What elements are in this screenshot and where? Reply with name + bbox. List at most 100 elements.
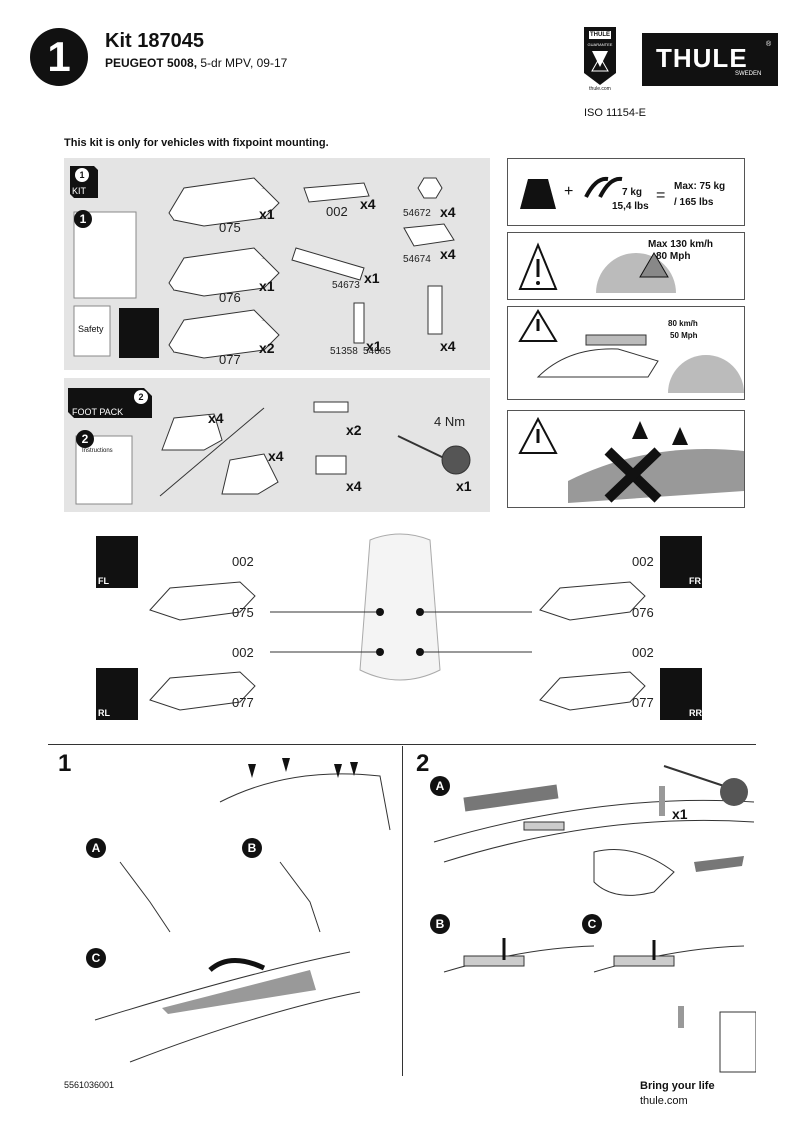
part-54673-qty: x1 <box>364 270 380 286</box>
fl-lower-code: 075 <box>232 605 254 620</box>
load-warning: + 7 kg 15,4 lbs = Max: 75 kg / 165 lbs <box>507 158 745 226</box>
step1-a-badge: A <box>86 838 106 858</box>
seal-guarantee: GUARANTEE <box>587 42 613 47</box>
rl-corner-label: RL <box>98 708 110 718</box>
rr-corner-label: RR <box>689 708 702 718</box>
speed-warning: Max 130 km/h 80 Mph <box>507 232 745 300</box>
part-077-code: 077 <box>219 352 241 367</box>
torque-tool-qty: x1 <box>456 478 472 494</box>
part-54672-qty: x4 <box>440 204 456 220</box>
load-lbs: 15,4 lbs <box>612 201 649 212</box>
step2-b-badge: B <box>430 914 450 934</box>
step2-number: 2 <box>416 750 430 777</box>
rr-foot <box>539 671 646 711</box>
part-54673-code: 54673 <box>332 280 360 291</box>
rr-lower-code: 077 <box>632 695 654 710</box>
foot-pack-panel: 2 FOOT PACK 2 Instructions x4 x4 x2 x4 4… <box>64 378 490 512</box>
fl-foot <box>149 581 256 621</box>
car-load-drawing <box>518 309 744 393</box>
cover-qty: x4 <box>268 448 284 464</box>
seal-brand: THULE <box>590 32 610 38</box>
step1-drawing <box>94 758 391 1063</box>
fr-upper-code: 002 <box>632 554 654 569</box>
registered-icon: ® <box>766 41 772 48</box>
part-075-code: 075 <box>219 220 241 235</box>
seal-url: thule.com <box>589 86 611 92</box>
kit-parts-drawing <box>70 166 455 359</box>
fr-lower-code: 076 <box>632 605 654 620</box>
part-54665-code: 54665 <box>363 346 391 357</box>
step2-drawing <box>433 765 756 1073</box>
speed-loaded-mph: 50 Mph <box>670 331 698 340</box>
step1-b-badge: B <box>242 838 262 858</box>
foot-badge-num: 2 <box>134 390 148 404</box>
step2-c-badge: C <box>582 914 602 934</box>
position-diagram <box>96 533 702 720</box>
no-roof-load-warning <box>507 410 745 508</box>
kit-badge-label: KIT <box>72 186 87 196</box>
load-kg: 7 kg <box>622 187 643 198</box>
part-54672-code: 54672 <box>403 208 431 219</box>
max-load-lbs: / 165 lbs <box>674 197 714 208</box>
fl-corner-icon <box>96 536 138 588</box>
fr-foot <box>539 581 646 621</box>
guarantee-seal: THULE GUARANTEE thule.com <box>580 25 620 93</box>
kit-booklet-num: 1 <box>74 210 92 228</box>
steps-divider <box>48 744 756 745</box>
part-002-code: 002 <box>326 204 348 219</box>
plus-sign: + <box>564 183 574 200</box>
rr-upper-code: 002 <box>632 645 654 660</box>
instructions-label: Instructions <box>82 448 113 454</box>
kit-badge-num: 1 <box>75 168 89 182</box>
rl-corner-icon <box>96 668 138 720</box>
step2-bolt-qty: x1 <box>672 806 688 822</box>
foot-pack-drawing <box>68 388 471 505</box>
website-url: thule.com <box>640 1095 688 1107</box>
equals-sign: = <box>656 187 666 204</box>
rl-upper-code: 002 <box>232 645 254 660</box>
bolt-shape <box>659 786 665 816</box>
vehicle-make: PEUGEOT 5008, <box>105 56 198 70</box>
kit-panel: 1 KIT 1 Safety 075 x1 076 x1 077 x2 002 … <box>64 158 490 370</box>
loaded-speed-warning: 80 km/h 50 Mph <box>507 306 745 400</box>
step2-a-badge: A <box>430 776 450 796</box>
step-badge: 1 <box>30 28 88 86</box>
part-075-qty: x1 <box>259 206 275 222</box>
steps-vertical-divider <box>402 746 403 1076</box>
rl-lower-code: 077 <box>232 695 254 710</box>
foot-075-shape <box>168 177 280 227</box>
fl-upper-code: 002 <box>232 554 254 569</box>
iso-standard: ISO 11154-E <box>584 107 646 119</box>
thule-logo: THULE SWEDEN ® <box>642 33 778 86</box>
part-002-qty: x4 <box>360 196 376 212</box>
vehicle-line: PEUGEOT 5008, 5-dr MPV, 09-17 <box>105 56 287 70</box>
logo-sub: SWEDEN <box>735 71 762 77</box>
step1-c-badge: C <box>86 948 106 968</box>
vehicle-desc: 5-dr MPV, 09-17 <box>197 56 288 70</box>
part-54674-code: 54674 <box>403 254 431 265</box>
part-51358-qty: x1 <box>366 338 382 354</box>
safety-label: Safety <box>78 324 104 334</box>
part-54674-qty: x4 <box>440 246 456 262</box>
speed-loaded: 80 km/h <box>668 319 698 328</box>
fr-corner-label: FR <box>689 576 701 586</box>
step1-number: 1 <box>58 750 72 777</box>
part-076-code: 076 <box>219 290 241 305</box>
rl-foot <box>149 671 256 711</box>
speed-max: Max 130 km/h <box>648 239 714 250</box>
part-077-qty: x2 <box>259 340 275 356</box>
tagline: Bring your life <box>640 1080 715 1092</box>
foot-qty: x4 <box>208 410 224 426</box>
load-drawing <box>520 176 623 209</box>
max-load-kg: Max: 75 kg <box>674 181 726 192</box>
part-51358-code: 51358 <box>330 346 358 357</box>
torque-label: 4 Nm <box>434 414 466 429</box>
fl-corner-label: FL <box>98 576 109 586</box>
car-outline <box>359 533 441 681</box>
logo-wordmark: THULE <box>656 43 748 73</box>
document-id: 5561036001 <box>64 1080 115 1090</box>
speed-drawing <box>518 242 676 293</box>
fixpoint-notice: This kit is only for vehicles with fixpo… <box>64 137 329 149</box>
speed-max-mph: 80 Mph <box>656 251 691 262</box>
lock-qty: x4 <box>346 478 362 494</box>
